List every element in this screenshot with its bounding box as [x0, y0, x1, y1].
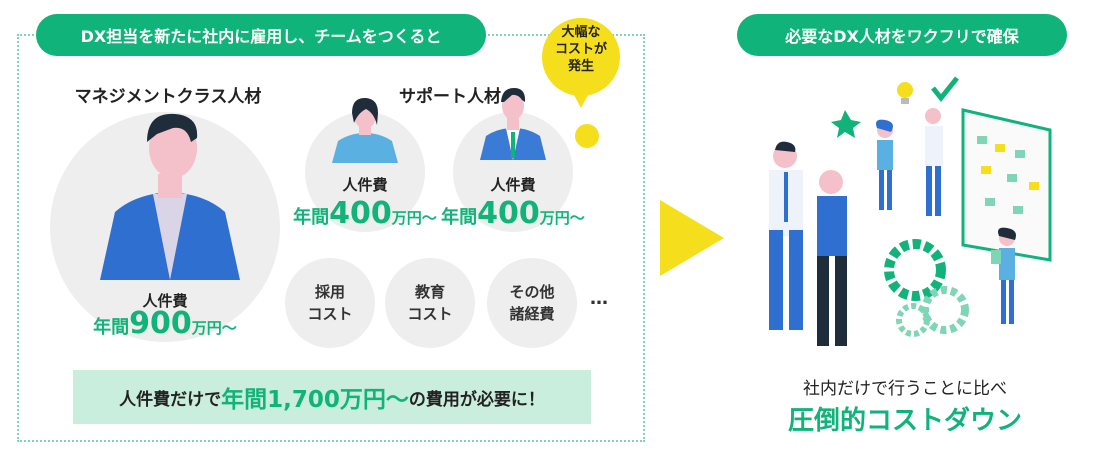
education-cost-line1: 教育	[414, 283, 445, 301]
arrow-right-icon	[660, 200, 724, 276]
bubble-line-3: 発生	[567, 59, 594, 74]
cost-bubble-text: 大幅な コストが 発生	[542, 24, 620, 75]
other-expenses-line2: 諸経費	[509, 305, 555, 323]
support-staff-2-cost: 年間400万円〜	[433, 196, 593, 231]
manager-cost-label: 人件費	[142, 292, 188, 310]
other-expenses-circle: その他 諸経費	[487, 258, 577, 348]
recruit-cost-circle: 採用 コスト	[285, 258, 375, 348]
summary-suffix: の費用が必要に！	[408, 389, 545, 410]
bubble-line-1: 大幅な	[561, 25, 601, 40]
right-caption-line2: 圧倒的コストダウン	[787, 406, 1022, 436]
summary-prefix: 人件費だけで	[119, 389, 222, 410]
left-header-pill: DX担当を新たに社内に雇用し、チームをつくると	[36, 14, 486, 56]
summary-box: 人件費だけで年間1,700万円〜の費用が必要に！	[73, 370, 591, 424]
left-header-text: DX担当を新たに社内に雇用し、チームをつくると	[80, 27, 442, 46]
cost-bubble	[542, 18, 620, 96]
support-staff-1-cost-label: 人件費	[342, 176, 388, 194]
bubble-dot	[575, 124, 599, 148]
support-staff-1-cost-suffix: 万円〜	[391, 209, 437, 227]
support-staff-1-illustration	[332, 97, 398, 163]
summary-highlight: 年間1,700万円〜	[221, 387, 409, 413]
support-staff-2-illustration	[480, 88, 546, 160]
bubble-line-2: コストが	[554, 42, 607, 57]
manager-cost-prefix: 年間	[93, 317, 130, 338]
manager-cost-suffix: 万円〜	[191, 319, 237, 337]
manager-cost: 年間900万円〜	[90, 306, 240, 341]
summary-text: 人件費だけで年間1,700万円〜の費用が必要に！	[73, 370, 591, 424]
manager-illustration	[100, 113, 240, 280]
right-header-pill: 必要なDX人材をワクフリで確保	[737, 14, 1067, 56]
ellipsis-text: …	[590, 288, 608, 309]
support-staff-2-cost-prefix: 年間	[441, 207, 478, 228]
support-staff-2-cost-suffix: 万円〜	[539, 209, 585, 227]
support-staff-1-cost: 年間400万円〜	[285, 196, 445, 231]
team-illustration	[769, 76, 1052, 346]
recruit-cost-line2: コスト	[307, 305, 353, 323]
other-expenses-line1: その他	[509, 283, 555, 301]
cost-bubble-tail	[568, 84, 594, 108]
support-staff-2-cost-value: 400	[477, 196, 540, 231]
support-title: サポート人材	[399, 87, 501, 107]
recruit-cost-line1: 採用	[314, 283, 345, 301]
right-header-text: 必要なDX人材をワクフリで確保	[785, 27, 1019, 46]
manager-title: マネジメントクラス人材	[74, 87, 262, 107]
education-cost-line2: コスト	[407, 305, 453, 323]
support-staff-1-cost-prefix: 年間	[293, 207, 330, 228]
support-staff-2-cost-label: 人件費	[490, 176, 536, 194]
manager-cost-value: 900	[129, 306, 192, 341]
right-caption-line1: 社内だけで行うことに比べ	[803, 379, 1007, 399]
education-cost-circle: 教育 コスト	[385, 258, 475, 348]
support-staff-1-cost-value: 400	[329, 196, 392, 231]
